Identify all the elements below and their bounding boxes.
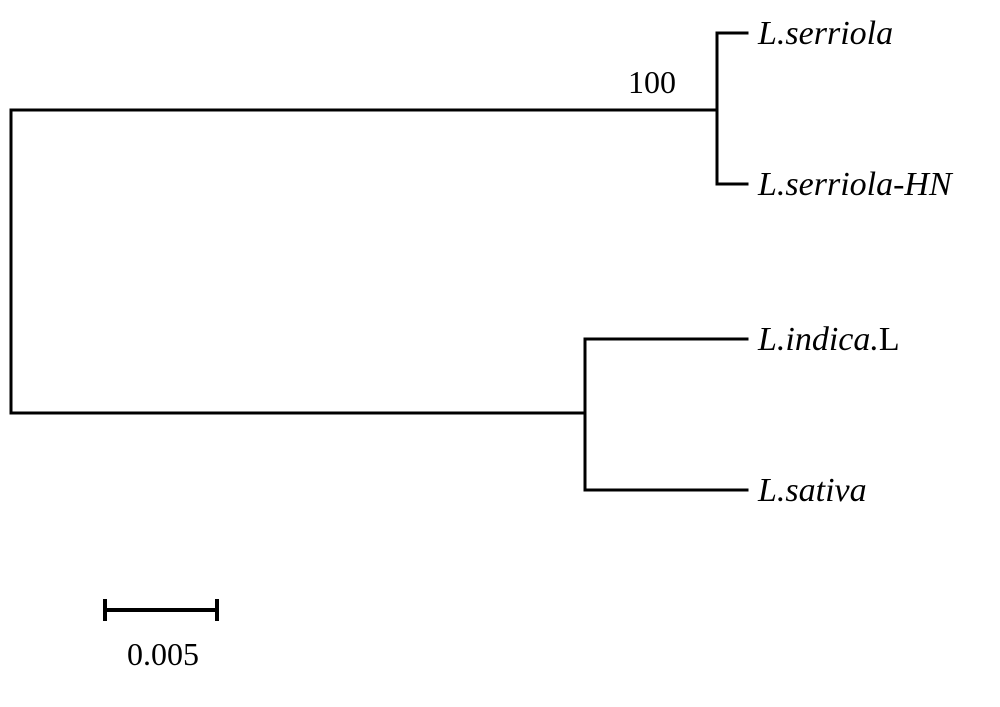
taxon-label-l-serriola-hn: L.serriola-HN: [757, 166, 954, 203]
taxon-label-l-sativa: L.sativa: [757, 472, 867, 509]
scale-bar-label: 0.005: [127, 636, 199, 672]
taxon-label-l-indica: L.indica.L: [757, 321, 900, 358]
taxon-name-italic: L.indica.: [757, 321, 879, 358]
taxon-name-italic: L.serriola-HN: [757, 166, 954, 203]
taxon-name-italic: L.sativa: [757, 472, 867, 509]
taxon-name-plain: L: [879, 321, 900, 358]
taxon-label-l-serriola: L.serriola: [757, 15, 893, 52]
taxon-name-italic: L.serriola: [757, 15, 893, 52]
bootstrap-support-label: 100: [628, 64, 676, 100]
scale-bar: 0.005: [103, 599, 219, 672]
